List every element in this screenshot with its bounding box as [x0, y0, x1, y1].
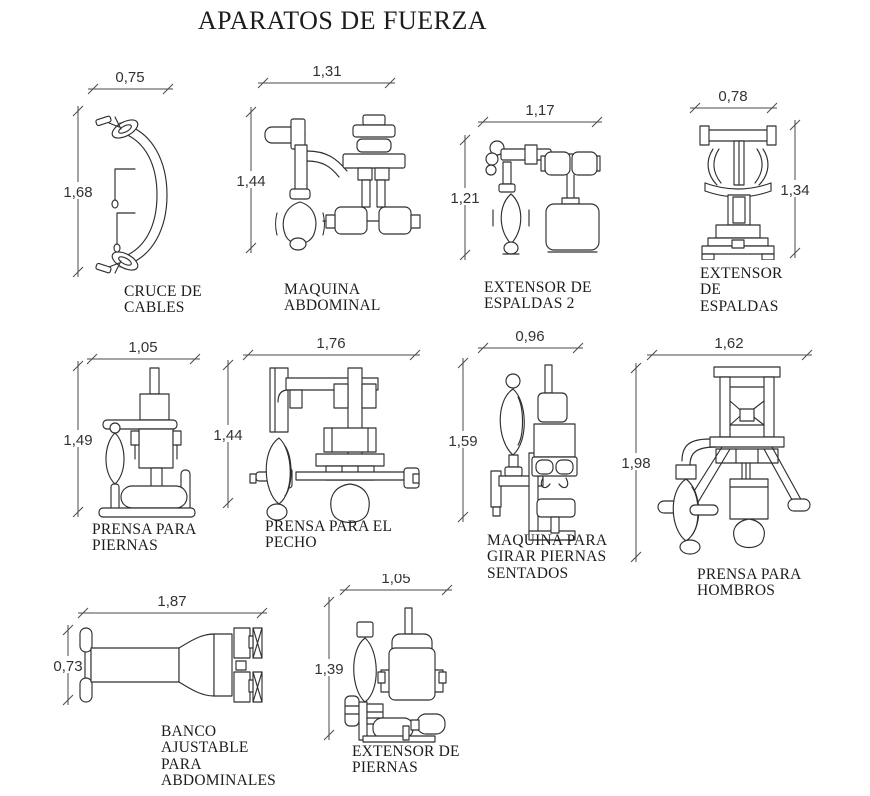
width-dim-value: 0,78	[718, 88, 747, 105]
extensor-espaldas-width-dimension: 0,78	[689, 88, 778, 114]
maquina-abdominal-figure: 1,31 1,44	[235, 63, 421, 254]
height-dim-value: 0,73	[53, 658, 82, 675]
banco-ajustable-width-dimension: 1,87	[77, 596, 268, 619]
height-dim-value: 1,44	[213, 427, 242, 444]
extensor-espaldas-label: EXTENSOR DE ESPALDAS	[700, 265, 783, 315]
width-dim-value: 1,62	[714, 336, 743, 352]
prensa-piernas-height-dimension: 1,49	[61, 360, 95, 518]
prensa-pecho-figure: 1,76 1,44	[212, 336, 421, 524]
cruce-de-cables-drawing	[95, 115, 168, 274]
extensor-espaldas-figure: 0,78 1,34	[689, 88, 812, 260]
cruce-de-cables-width-dimension: 0,75	[87, 69, 174, 95]
maquina-abdominal-height-dimension: 1,44	[235, 106, 267, 254]
extensor-espaldas-2-width-dimension: 1,17	[477, 102, 603, 128]
extensor-espaldas-height-dimension: 1,34	[778, 119, 812, 259]
extensor-piernas-drawing	[344, 607, 447, 743]
maquina-abdominal-label: MAQUINA ABDOMINAL	[284, 281, 381, 315]
height-dim-value: 1,68	[63, 184, 92, 201]
prensa-piernas-label: PRENSA PARA PIERNAS	[92, 521, 197, 555]
maquina-girar-piernas-figure: 0,96 1,59	[446, 330, 584, 541]
width-dim-value: 1,31	[312, 63, 341, 80]
prensa-piernas-drawing	[98, 367, 196, 518]
extensor-espaldas-2-label: EXTENSOR DE ESPALDAS 2	[484, 279, 592, 313]
extensor-piernas-width-dimension: 1,05	[339, 574, 453, 596]
width-dim-value: 1,05	[128, 340, 157, 356]
prensa-hombros-label: PRENSA PARA HOMBROS	[697, 566, 802, 600]
height-dim-value: 1,39	[314, 661, 343, 678]
banco-ajustable-figure: 1,87 0,73	[51, 596, 268, 706]
width-dim-value: 1,87	[157, 596, 186, 610]
prensa-piernas-width-dimension: 1,05	[86, 340, 201, 365]
prensa-pecho-width-dimension: 1,76	[242, 336, 421, 361]
extensor-piernas-height-dimension: 1,39	[312, 596, 346, 741]
maquina-abdominal-width-dimension: 1,31	[257, 63, 396, 89]
maquina-girar-piernas-drawing	[490, 364, 578, 541]
prensa-hombros-width-dimension: 1,62	[646, 336, 813, 361]
maquina-girar-piernas-label: MAQUINA PARA GIRAR PIERNAS SENTADOS	[487, 532, 608, 582]
height-dim-value: 1,34	[780, 182, 809, 199]
extensor-espaldas-drawing	[699, 125, 777, 260]
maquina-girar-piernas-width-dimension: 0,96	[477, 330, 584, 354]
extensor-piernas-figure: 1,05 1,39	[312, 574, 453, 743]
prensa-pecho-height-dimension: 1,44	[212, 359, 244, 509]
width-dim-value: 0,96	[515, 330, 544, 345]
cruce-de-cables-figure: 0,75 1,68	[61, 69, 174, 278]
maquina-girar-piernas-height-dimension: 1,59	[446, 357, 480, 523]
height-dim-value: 1,49	[63, 432, 92, 449]
prensa-piernas-figure: 1,05 1,49	[61, 340, 201, 518]
extensor-piernas-label: EXTENSOR DE PIERNAS	[352, 743, 460, 777]
width-dim-value: 1,05	[381, 574, 410, 587]
prensa-pecho-label: PRENSA PARA EL PECHO	[265, 518, 393, 552]
sheet-title: APARATOS DE FUERZA	[197, 6, 488, 35]
maquina-abdominal-drawing	[264, 114, 421, 251]
height-dim-value: 1,98	[621, 455, 650, 472]
height-dim-value: 1,21	[450, 190, 479, 207]
banco-ajustable-drawing	[79, 627, 263, 703]
cruce-de-cables-height-dimension: 1,68	[61, 105, 95, 278]
prensa-hombros-drawing	[657, 366, 811, 555]
width-dim-value: 1,17	[525, 102, 554, 119]
width-dim-value: 1,76	[316, 336, 345, 352]
extensor-espaldas-2-height-dimension: 1,21	[448, 134, 482, 260]
height-dim-value: 1,59	[448, 433, 477, 450]
banco-ajustable-height-dimension: 0,73	[51, 624, 85, 706]
prensa-hombros-figure: 1,62 1,98	[619, 336, 813, 563]
banco-ajustable-label: BANCO AJUSTABLE PARA ABDOMINALES	[161, 723, 277, 790]
extensor-espaldas-2-figure: 1,17 1,21	[448, 102, 603, 260]
prensa-pecho-drawing	[249, 367, 420, 524]
prensa-hombros-height-dimension: 1,98	[619, 362, 653, 563]
height-dim-value: 1,44	[236, 173, 265, 190]
width-dim-value: 0,75	[115, 69, 144, 86]
extensor-espaldas-2-drawing	[485, 140, 601, 255]
cruce-de-cables-label: CRUCE DE CABLES	[124, 283, 202, 317]
